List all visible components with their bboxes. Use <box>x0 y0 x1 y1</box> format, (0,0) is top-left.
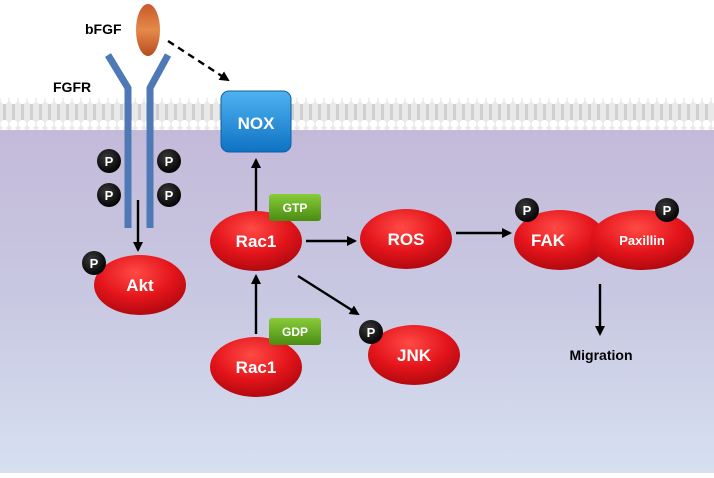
akt-node: Akt <box>94 255 186 315</box>
paxillin-node: Paxillin <box>590 210 694 270</box>
svg-text:P: P <box>165 154 174 169</box>
gdp-label: GDP <box>282 325 308 339</box>
gtp-label: GTP <box>283 201 308 215</box>
fgfr-receptor <box>105 53 172 228</box>
migration-label: Migration <box>570 347 633 363</box>
cell-membrane <box>0 98 714 130</box>
bfgf-ligand <box>136 4 160 56</box>
svg-text:P: P <box>523 203 532 218</box>
bfgf-label: bFGF <box>85 21 122 37</box>
fak-label: FAK <box>531 231 566 250</box>
paxillin-label: Paxillin <box>619 233 665 248</box>
akt-phospho: P <box>82 251 106 275</box>
nox-node: NOX <box>220 90 292 153</box>
fgfr-label: FGFR <box>53 79 91 95</box>
paxillin-phospho: P <box>655 198 679 222</box>
jnk-node: JNK <box>368 325 460 385</box>
rac1-inactive-label: Rac1 <box>236 358 277 377</box>
rac1-active-label: Rac1 <box>236 232 277 251</box>
rac1-active-node: Rac1 <box>210 211 302 271</box>
akt-label: Akt <box>126 276 154 295</box>
svg-text:P: P <box>90 256 99 271</box>
svg-text:P: P <box>105 154 114 169</box>
ros-label: ROS <box>388 230 425 249</box>
receptor-phospho-sites: P P P P <box>97 149 181 207</box>
gdp-tag: GDP <box>269 318 321 345</box>
extracellular-space <box>0 0 714 100</box>
jnk-phospho: P <box>359 320 383 344</box>
svg-text:P: P <box>105 188 114 203</box>
rac1-inactive-node: Rac1 <box>210 337 302 397</box>
fak-phospho: P <box>515 198 539 222</box>
nox-label: NOX <box>238 114 276 133</box>
ros-node: ROS <box>360 209 452 269</box>
svg-text:P: P <box>165 188 174 203</box>
arrow-rac1-to-jnk <box>297 274 360 316</box>
pathway-arrows <box>133 39 605 336</box>
svg-text:P: P <box>367 325 376 340</box>
gtp-tag: GTP <box>269 194 321 221</box>
fak-node: FAK <box>514 210 606 270</box>
svg-text:P: P <box>663 203 672 218</box>
jnk-label: JNK <box>397 346 432 365</box>
